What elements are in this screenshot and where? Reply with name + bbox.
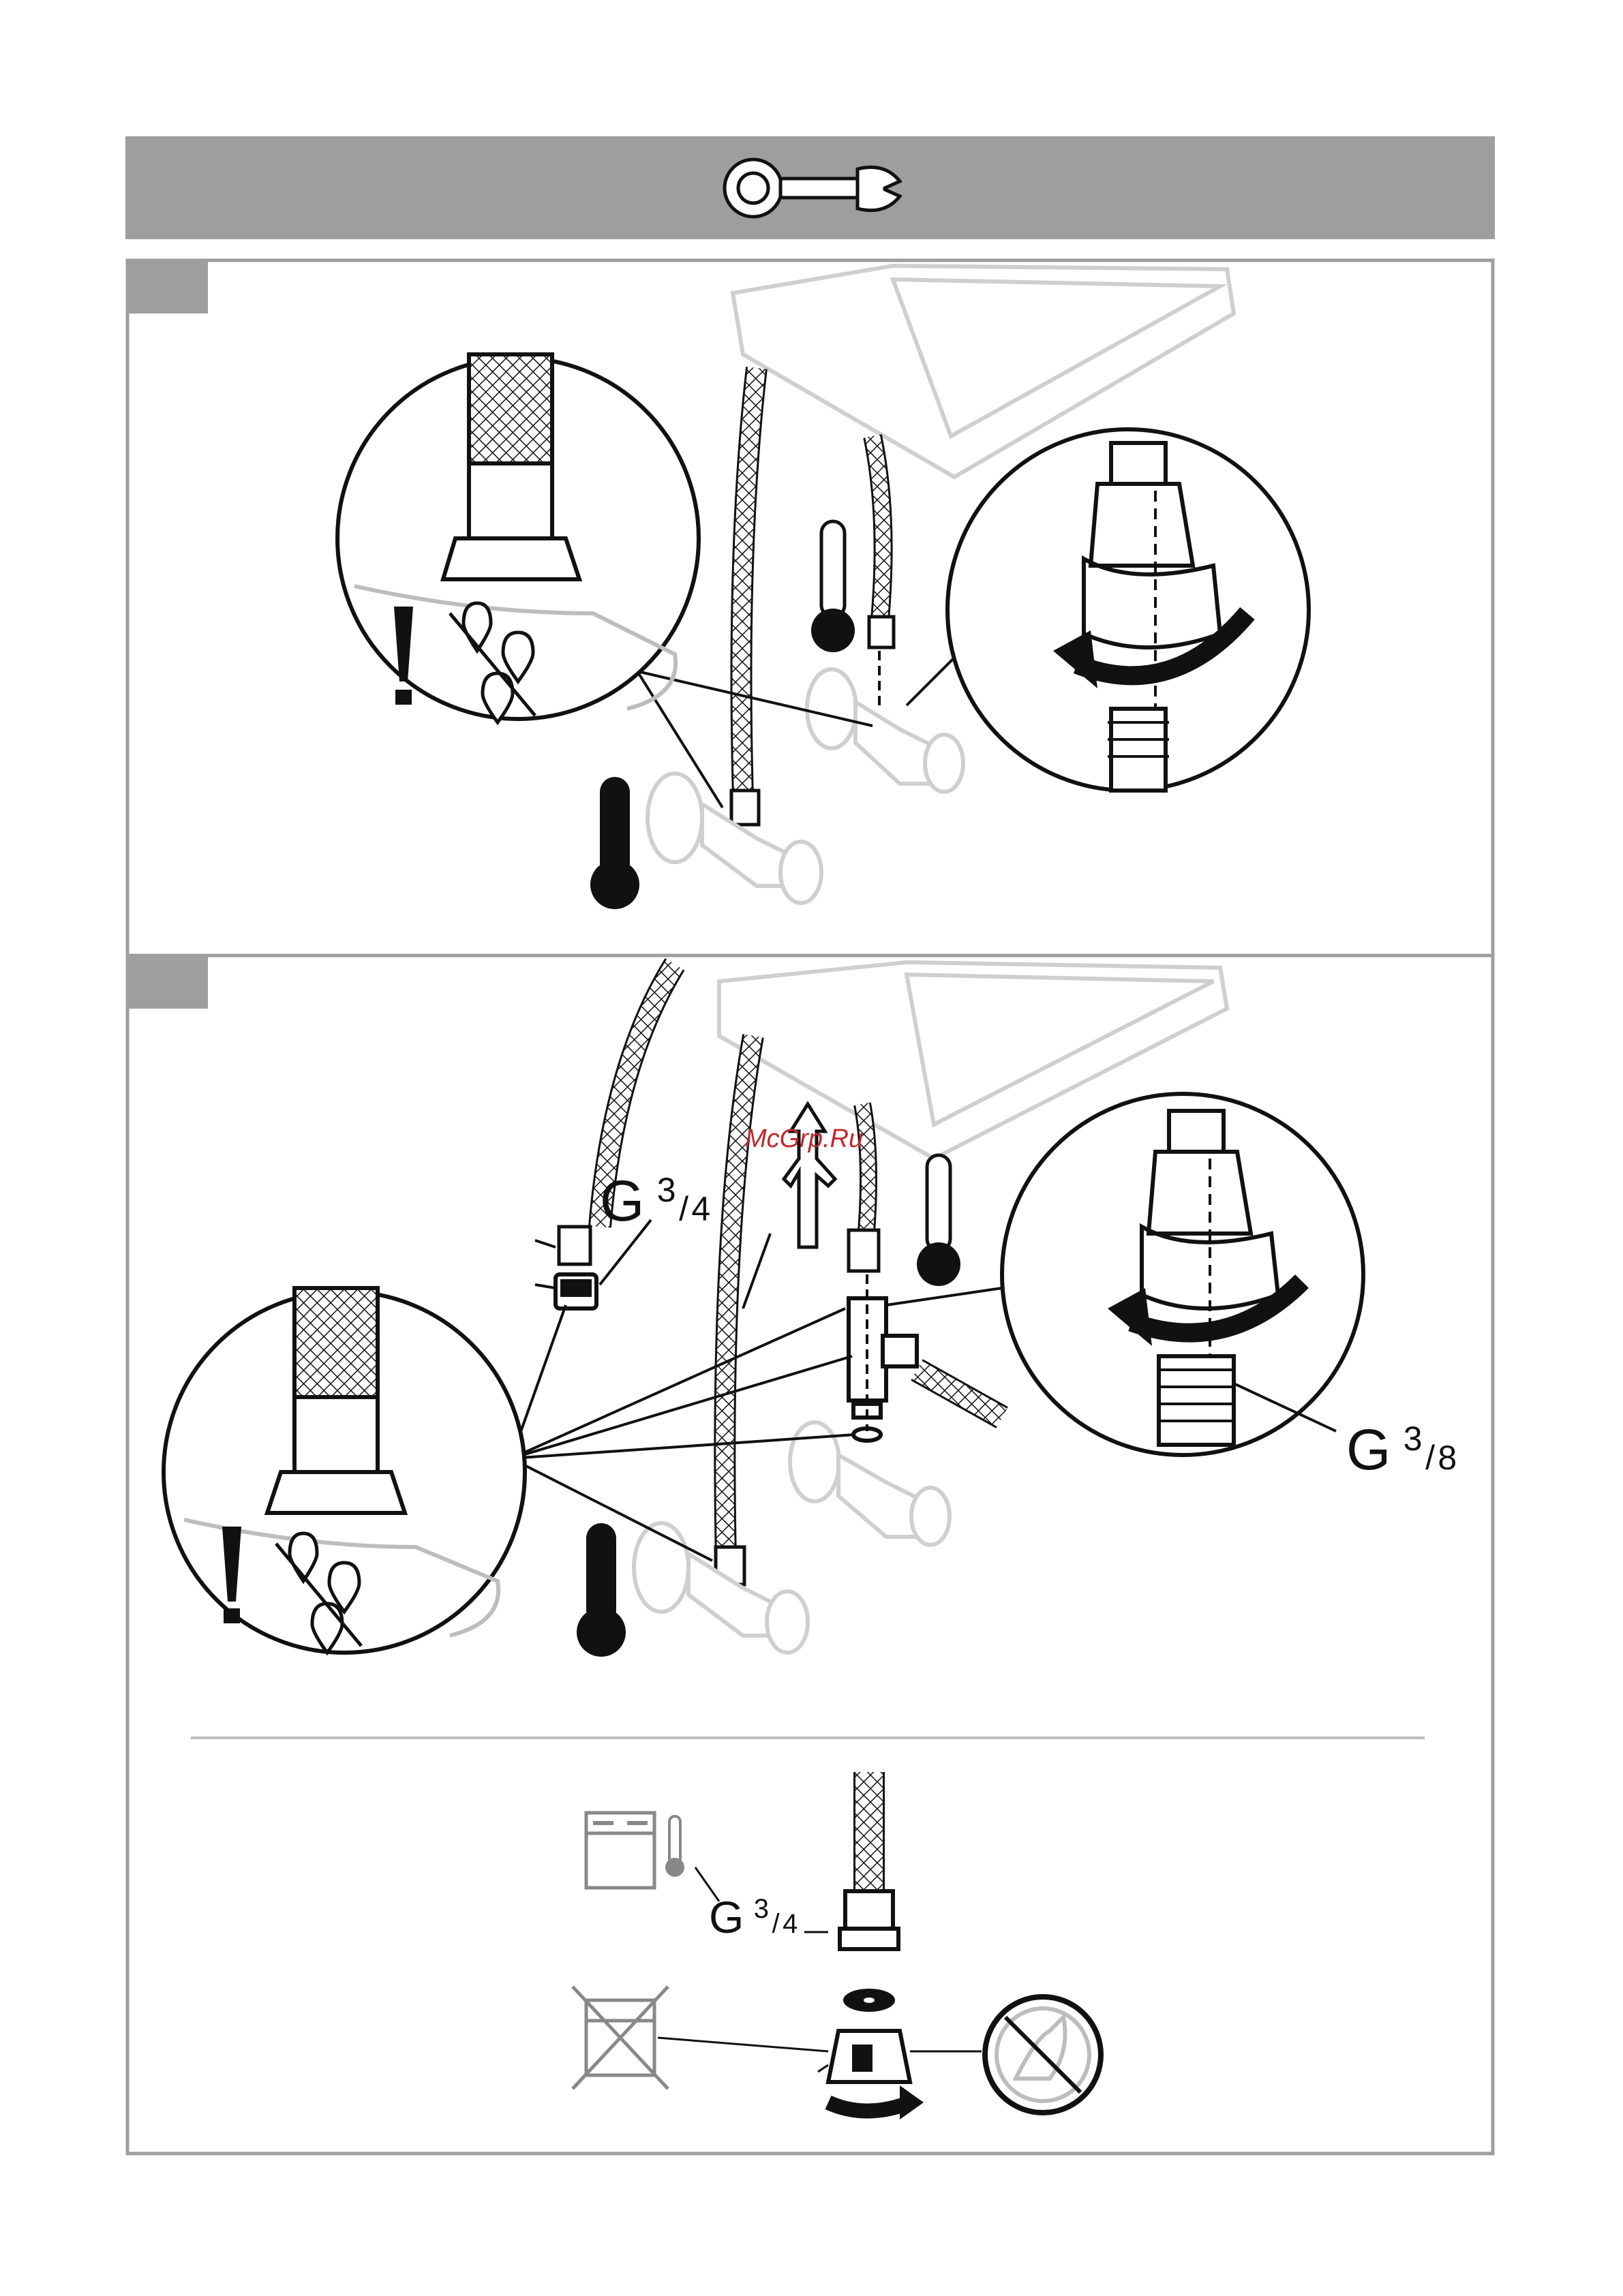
panel-2-tab xyxy=(127,955,208,1009)
panel-2-detail-right xyxy=(1002,1094,1363,1455)
thread-letter: G xyxy=(600,1169,644,1233)
thread-size-g38-panel2: G 3 / 8 xyxy=(1346,1421,1457,1478)
thread-size-g34-panel2: G 3 / 4 xyxy=(600,1172,710,1229)
thread-size-g34-panel3: G 3 / 4 xyxy=(709,1895,798,1940)
thread-slash: / xyxy=(772,1909,780,1939)
cold-thermometer-icon xyxy=(577,1523,626,1657)
panel-2-valves xyxy=(634,1422,950,1653)
thermometer-icon xyxy=(665,1816,719,1901)
hot-thermometer-icon xyxy=(811,521,855,652)
thread-denominator: 4 xyxy=(783,1909,798,1939)
panel-1-tab xyxy=(127,260,208,313)
thread-slash: / xyxy=(679,1190,688,1228)
panel-1-valves xyxy=(648,669,963,903)
thread-numerator: 3 xyxy=(754,1894,769,1924)
thread-denominator: 4 xyxy=(691,1190,710,1228)
panel-2-adapter xyxy=(556,1274,596,1308)
thread-letter: G xyxy=(709,1892,744,1942)
hot-thermometer-icon xyxy=(917,1155,960,1286)
panel-3-hose-fitting xyxy=(658,1772,982,2082)
no-force-icon xyxy=(985,1997,1101,2113)
thread-slash: / xyxy=(1425,1439,1435,1477)
panel-1-detail-right xyxy=(947,429,1309,791)
rotate-arrow-icon xyxy=(828,2085,924,2119)
watermark: McGrp.Ru xyxy=(745,1124,863,1154)
thread-numerator: 3 xyxy=(1404,1420,1423,1458)
wrench-icon xyxy=(725,159,900,217)
thread-numerator: 3 xyxy=(657,1171,676,1209)
dishwasher-crossed-icon xyxy=(573,1987,668,2089)
thread-denominator: 8 xyxy=(1438,1439,1457,1477)
panel-2-tee-fitting xyxy=(849,1298,917,1441)
thread-letter: G xyxy=(1346,1418,1391,1482)
cold-thermometer-icon xyxy=(590,777,639,909)
dishwasher-icon xyxy=(586,1813,654,1888)
